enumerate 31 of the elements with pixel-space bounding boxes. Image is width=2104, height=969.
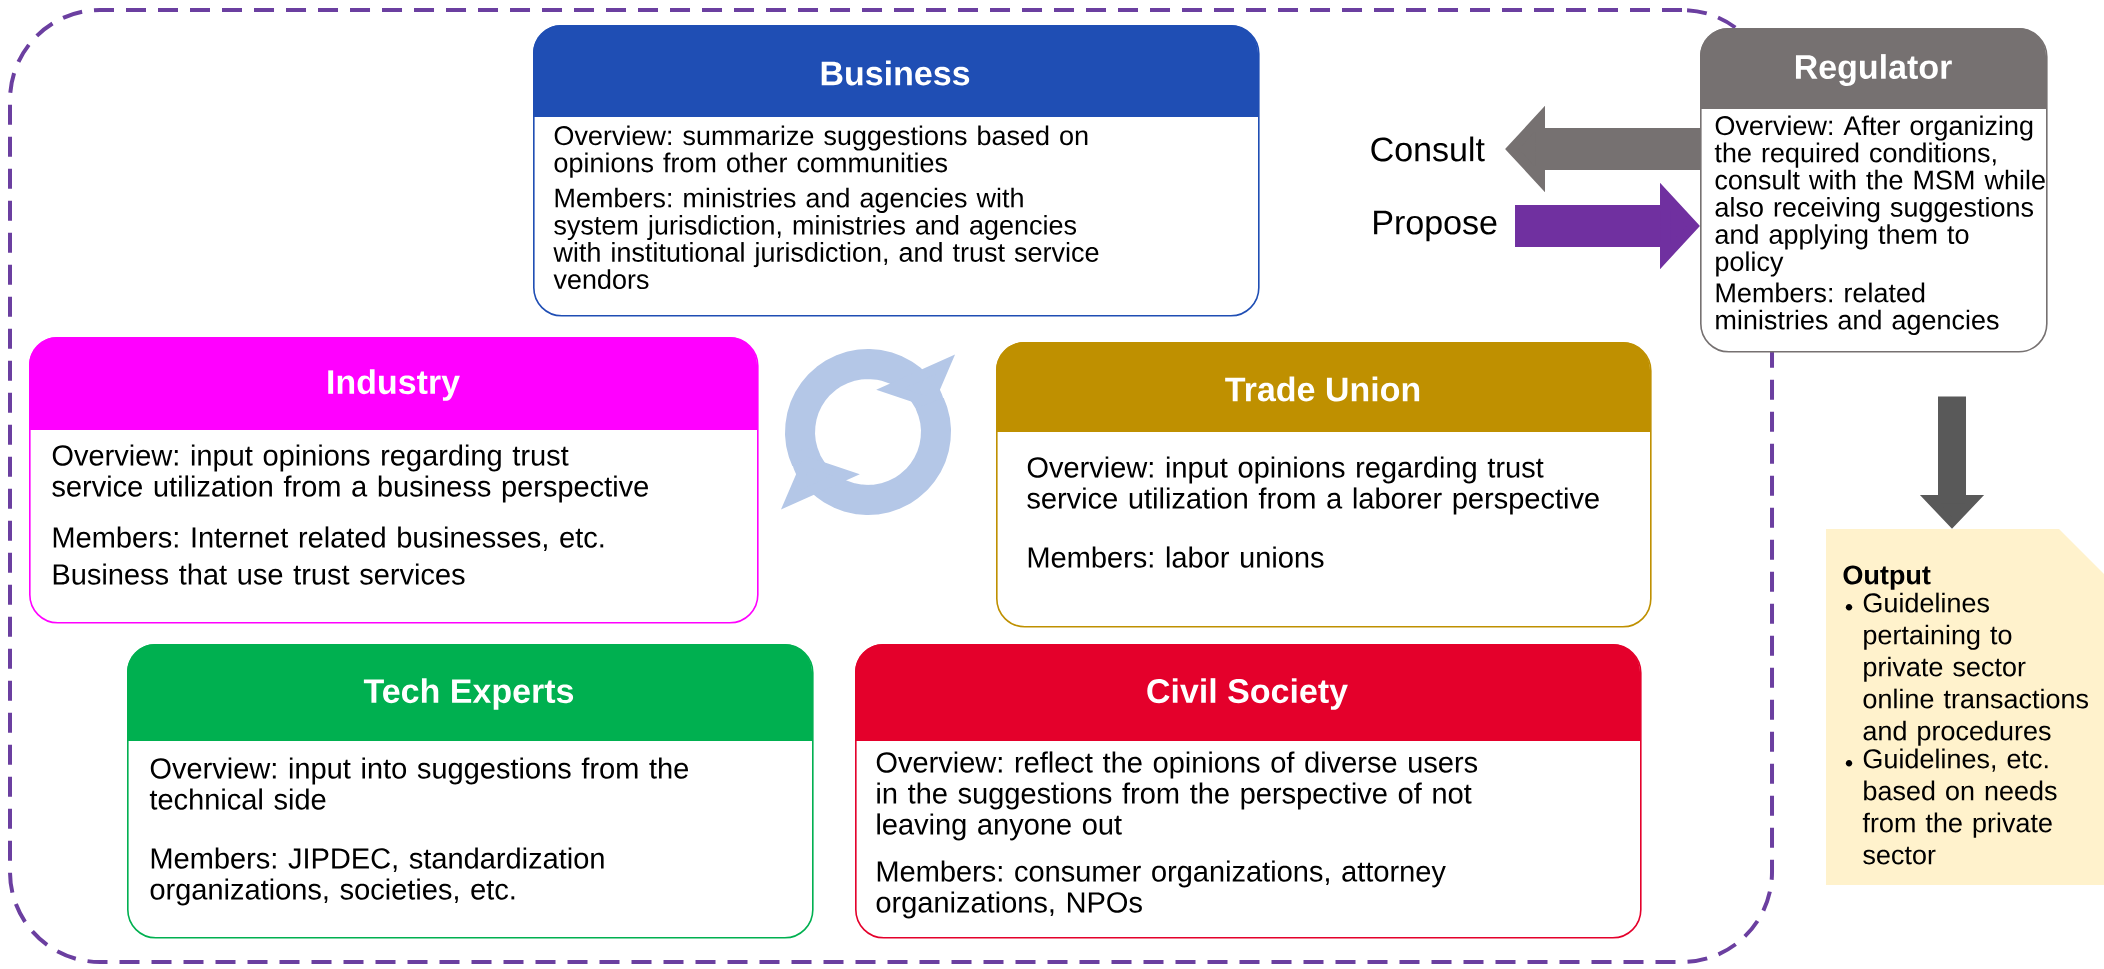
description-text: Business that use trust services <box>53 563 465 585</box>
bullet-text: Guidelines, etc. based on needs from the private sector <box>1862 748 2057 865</box>
description-text: Overview: input into suggestions from the technical side <box>149 757 688 810</box>
description-text: Overview: After organizing the required conditions, consult with the MSM while also receiving suggestions and applying them to policy <box>1714 115 2045 277</box>
description-text: Overview: summarize suggestions based on opinions from other communities <box>554 125 1088 178</box>
description-text: Overview: reflect the opinions of diverse users in the suggestions from the perspective of not leaving anyone out <box>876 751 1478 841</box>
community-card <box>855 644 1642 939</box>
card-title: Civil Society <box>1147 678 1348 710</box>
description-text: Members: JIPDEC, standardization organizations, societies, etc. <box>150 847 604 906</box>
card-title: Regulator <box>1795 54 1952 86</box>
bullet-text: Guidelines pertaining to private sector online transactions and procedures <box>1863 592 2088 746</box>
regulator-card <box>1700 28 2048 353</box>
community-card <box>996 342 1652 628</box>
card-title: Business <box>821 60 970 86</box>
community-card <box>29 337 759 624</box>
card-title: Trade Union <box>1225 376 1420 402</box>
edge-label: Propose <box>1374 210 1497 242</box>
card-title: Tech Experts <box>363 678 574 710</box>
description-text: Members: related ministries and agencies <box>1716 282 1999 335</box>
card-title: Industry <box>328 369 460 401</box>
description-text: Members: Internet related businesses, etc. <box>53 526 604 552</box>
edge-label: Consult <box>1371 136 1485 162</box>
community-card <box>533 25 1260 317</box>
note-title: Output <box>1843 565 1931 590</box>
description-text: Members: ministries and agencies with system jurisdiction, ministries and agencies with institutional jurisdiction, and trust service vendors <box>553 187 1099 290</box>
description-text: Members: labor unions <box>1028 546 1324 568</box>
community-card <box>127 644 814 939</box>
description-text: Overview: input opinions regarding trust service utilization from a business perspective <box>52 444 648 503</box>
output-note <box>1826 529 2104 885</box>
description-text: Members: consumer organizations, attorney organizations, NPOs <box>876 860 1446 919</box>
description-text: Overview: input opinions regarding trust service utilization from a laborer perspective <box>1027 456 1599 515</box>
